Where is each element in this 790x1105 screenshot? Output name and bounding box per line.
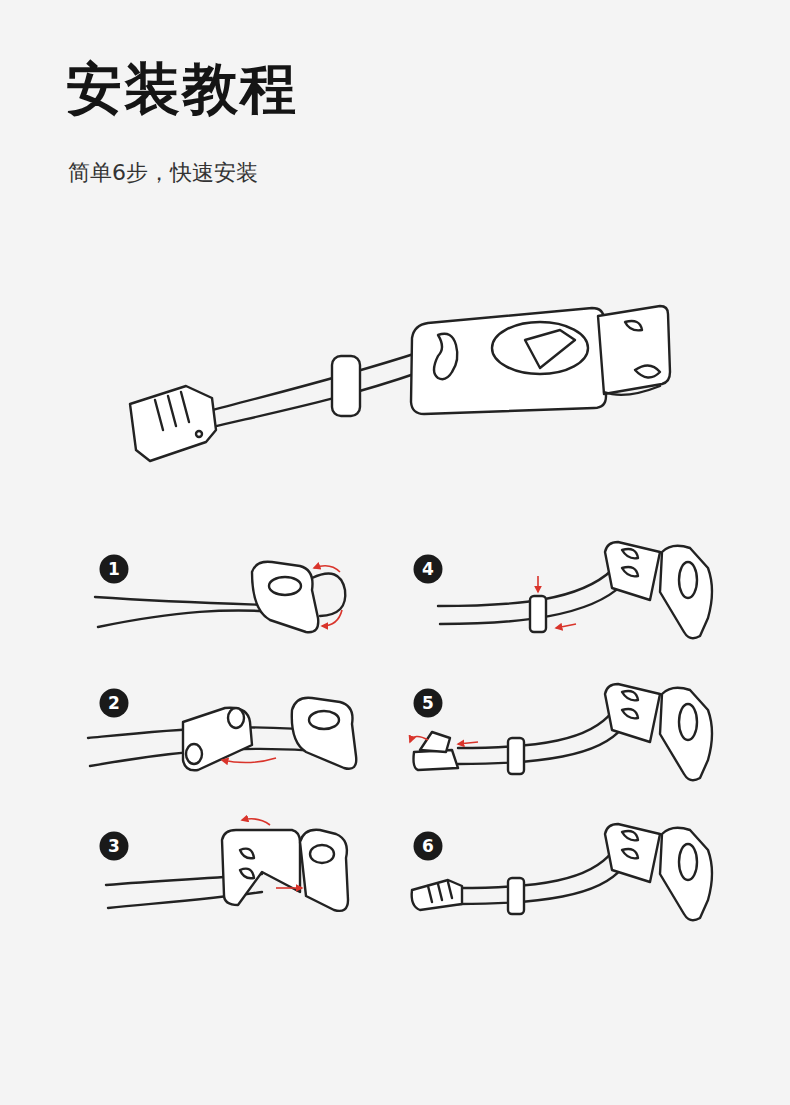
step-number-text: 3 (108, 836, 120, 856)
step-number-text: 5 (422, 693, 434, 713)
circle-fill (414, 832, 443, 861)
motion-arrows (222, 566, 576, 888)
step-1-figure (95, 562, 345, 633)
circle-fill (414, 689, 443, 718)
circle-fill (414, 555, 443, 584)
step-3-figure (106, 830, 348, 911)
step-number: 6 (413, 831, 443, 861)
step-number-text: 4 (422, 559, 434, 579)
step-number: 1 (99, 554, 129, 584)
step-number-text: 6 (422, 836, 434, 856)
step-number: 2 (99, 688, 129, 718)
subtitle: 简单6步，快速安装 (68, 158, 258, 188)
step-number: 3 (99, 831, 129, 861)
circle-fill (100, 555, 129, 584)
circle-fill (100, 689, 129, 718)
step-6-figure (412, 824, 712, 920)
page-title: 安装教程 (66, 52, 298, 128)
step-number-text: 1 (108, 559, 120, 579)
circle-fill (100, 832, 129, 861)
step-4-figure (438, 542, 712, 638)
step-5-figure (414, 684, 713, 780)
step-number: 4 (413, 554, 443, 584)
strap-product (130, 306, 670, 461)
step-2-figure (88, 698, 356, 771)
step-number: 5 (413, 688, 443, 718)
step-number-text: 2 (108, 693, 120, 713)
